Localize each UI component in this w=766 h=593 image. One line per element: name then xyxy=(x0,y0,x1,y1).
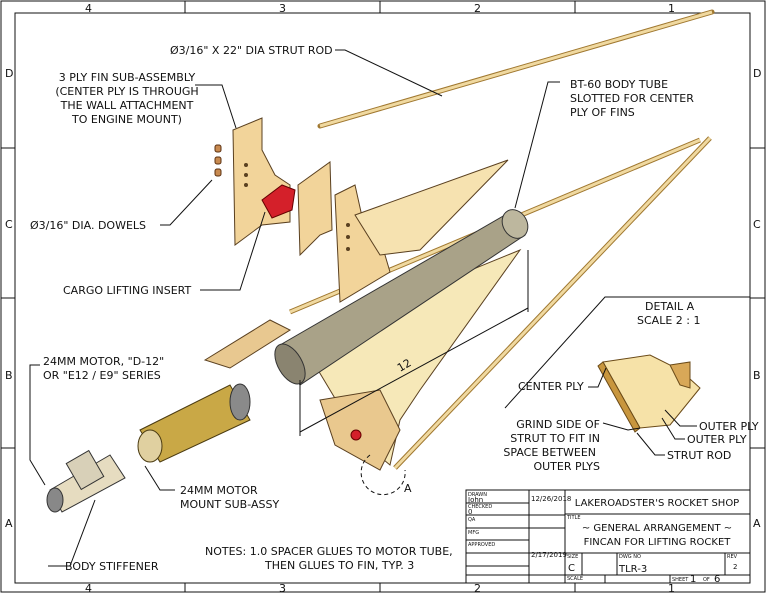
dimension-value: 12 xyxy=(395,356,414,374)
callout-body-stiffener: BODY STIFFENER xyxy=(65,560,159,573)
zone-row-c-right: C xyxy=(753,218,761,231)
tb-title-1: ~ GENERAL ARRANGEMENT ~ xyxy=(582,523,732,534)
notes-line-2: THEN GLUES TO FIN, TYP. 3 xyxy=(264,559,414,572)
zone-col-2-bottom: 2 xyxy=(474,582,481,593)
zone-row-d-left: D xyxy=(5,67,13,80)
callout-motor-mount-2: MOUNT SUB-ASSY xyxy=(180,498,279,511)
detail-grind-2: STRUT TO FIT IN xyxy=(510,432,600,445)
tb-qa-label: QA xyxy=(468,517,476,523)
tb-size-label: SIZE xyxy=(567,554,578,560)
zone-row-c-left: C xyxy=(5,218,13,231)
tb-scale-label: SCALE xyxy=(567,576,583,582)
detail-grind-3: SPACE BETWEEN xyxy=(503,446,596,459)
detail-boundary xyxy=(504,296,750,409)
zone-col-4-bottom: 4 xyxy=(85,582,92,593)
callout-fin-assembly-3: THE WALL ATTACHMENT xyxy=(60,99,194,112)
zone-col-2-top: 2 xyxy=(474,2,481,15)
callout-fin-assembly-1: 3 PLY FIN SUB-ASSEMBLY xyxy=(59,71,196,84)
detail-outer-ply-1: OUTER PLY xyxy=(699,420,759,433)
zone-col-1-bottom: 1 xyxy=(668,582,675,593)
tb-approved-label: APPROVED xyxy=(468,542,495,548)
tb-of-label: OF xyxy=(703,577,710,583)
notes-line-1: NOTES: 1.0 SPACER GLUES TO MOTOR TUBE, xyxy=(205,545,453,558)
callout-cargo-insert: CARGO LIFTING INSERT xyxy=(63,284,191,297)
zone-col-1-top: 1 xyxy=(668,2,675,15)
zone-col-3-bottom: 3 xyxy=(279,582,286,593)
detail-outer-ply-2: OUTER PLY xyxy=(687,433,747,446)
tb-mfg-label: MFG xyxy=(468,530,479,536)
tb-approved-date: 2/17/2019 xyxy=(531,551,567,559)
callout-motor-1: 24MM MOTOR, "D-12" xyxy=(43,355,164,368)
detail-marker: A xyxy=(404,482,412,495)
zone-col-3-top: 3 xyxy=(279,2,286,15)
tb-drawn-by: John xyxy=(467,496,483,504)
tb-drawn-label: DRAWN xyxy=(468,492,487,498)
tb-size: C xyxy=(568,563,575,574)
callout-body-tube-2: SLOTTED FOR CENTER xyxy=(570,92,694,105)
zone-col-4-top: 4 xyxy=(85,2,92,15)
fin-root-tab xyxy=(203,319,292,369)
callout-strut-rod: Ø3/16" X 22" DIA STRUT ROD xyxy=(170,44,333,57)
tb-dwg-no-label: DWG NO xyxy=(619,554,641,560)
tb-dwg-no: TLR-3 xyxy=(618,564,647,575)
detail-fin-section xyxy=(597,354,701,433)
detail-center-ply: CENTER PLY xyxy=(518,380,584,393)
motor xyxy=(46,449,126,513)
tb-title-2: FINCAN FOR LIFTING ROCKET xyxy=(584,537,732,548)
detail-scale: SCALE 2 : 1 xyxy=(637,314,700,327)
callout-dowels: Ø3/16" DIA. DOWELS xyxy=(30,219,146,232)
dimension-12 xyxy=(299,250,529,436)
zone-row-a-right: A xyxy=(753,517,761,530)
detail-strut-rod: STRUT ROD xyxy=(667,449,731,462)
callout-fin-assembly-4: TO ENGINE MOUNT) xyxy=(71,113,182,126)
detail-title: DETAIL A xyxy=(645,300,695,313)
cargo-lifting-insert xyxy=(261,184,296,219)
callout-body-tube-1: BT-60 BODY TUBE xyxy=(570,78,668,91)
tb-sheet-label: SHEET xyxy=(672,577,689,583)
detail-leaders xyxy=(588,367,697,456)
body-stiffener-part xyxy=(65,449,105,491)
callout-motor-mount-1: 24MM MOTOR xyxy=(180,484,258,497)
tb-rev-label: REV xyxy=(727,554,738,560)
tb-drawn-date: 12/26/2018 xyxy=(531,495,571,503)
zone-row-b-right: B xyxy=(753,369,761,382)
callout-fin-assembly-2: (CENTER PLY IS THROUGH xyxy=(55,85,198,98)
motor-mount xyxy=(137,383,251,463)
detail-grind-4: OUTER PLYS xyxy=(533,460,600,473)
tb-sheet-total: 6 xyxy=(714,574,720,585)
tb-sheet: 1 xyxy=(690,574,696,585)
dowels xyxy=(214,144,222,177)
body-tube xyxy=(274,209,529,386)
tb-company: LAKEROADSTER'S ROCKET SHOP xyxy=(575,498,739,509)
tb-checked-label: CHECKED xyxy=(468,504,492,510)
title-block xyxy=(465,489,751,584)
detail-circle xyxy=(360,454,406,496)
callout-motor-2: OR "E12 / E9" SERIES xyxy=(43,369,161,382)
callout-body-tube-3: PLY OF FINS xyxy=(570,106,635,119)
zone-row-d-right: D xyxy=(753,67,761,80)
cargo-insert-lower xyxy=(350,429,362,441)
tb-rev: 2 xyxy=(733,563,737,571)
leaders xyxy=(29,49,560,567)
zone-row-b-left: B xyxy=(5,369,13,382)
detail-grind-1: GRIND SIDE OF xyxy=(516,418,600,431)
tb-checked-value: 0 xyxy=(468,508,472,516)
tb-title-label: TITLE xyxy=(566,515,581,521)
zone-row-a-left: A xyxy=(5,517,13,530)
